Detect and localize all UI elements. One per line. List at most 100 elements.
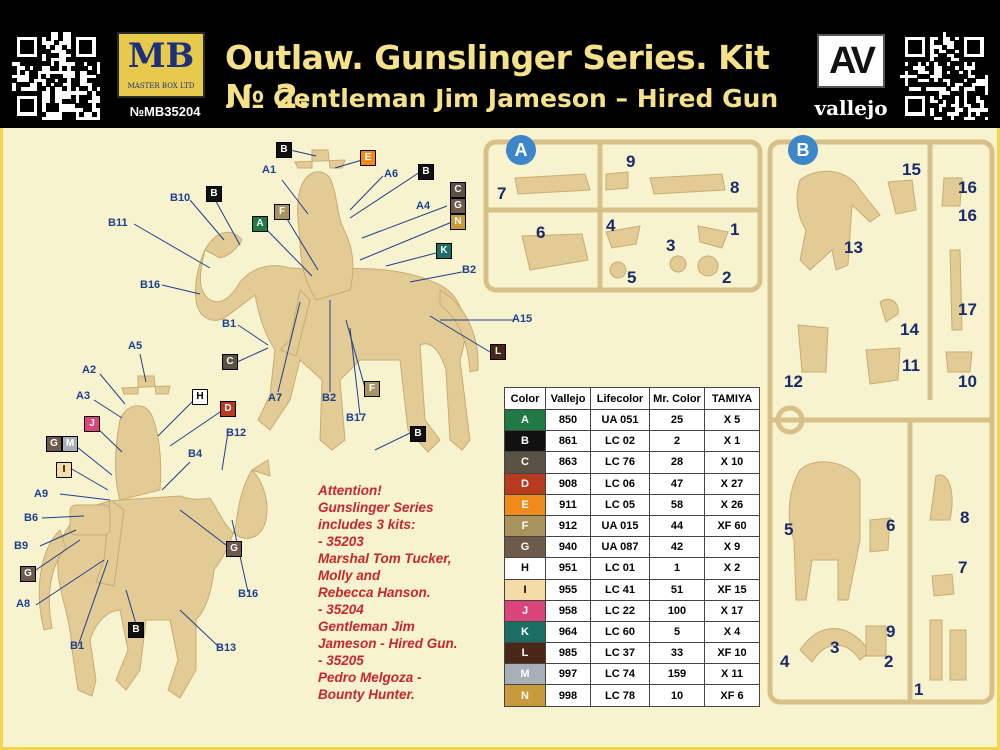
color-swatch-cell: K: [504, 620, 546, 644]
lifecolor-cell: LC 78: [590, 684, 650, 707]
qr-code-right-icon[interactable]: [900, 32, 989, 121]
header-lifecolor: Lifecolor: [590, 387, 650, 410]
tamiya-cell: XF 60: [704, 514, 760, 538]
tamiya-cell: XF 10: [704, 642, 760, 665]
sprue-a-part-2: 2: [722, 268, 732, 287]
mb-logo-letters: MB: [127, 36, 195, 76]
tamiya-cell: X 10: [704, 451, 760, 474]
lifecolor-cell: LC 41: [590, 578, 650, 601]
sprue-a-parts: [514, 171, 729, 279]
attention-line: - 35203: [318, 534, 364, 549]
callout-swatch-m: M: [62, 436, 78, 452]
callout-label-a3: A3: [76, 390, 91, 402]
color-swatch-cell: N: [504, 684, 546, 707]
callout-swatch-g: G: [226, 541, 242, 557]
sprue-b-part-2: 2: [884, 652, 894, 671]
callout-swatch-a: A: [252, 216, 268, 232]
vallejo-cell: 997: [545, 663, 591, 686]
sprue-a-part-6: 6: [536, 223, 546, 242]
qr-code-left-icon[interactable]: [12, 32, 101, 121]
color-swatch-cell: J: [504, 599, 546, 622]
sprue-b-part-10: 10: [958, 372, 977, 391]
sprue-b-frame: [767, 139, 995, 705]
vallejo-cell: 912: [545, 514, 591, 538]
page-title: Outlaw. Gunslinger Series. Kit № 2.: [225, 38, 770, 116]
color-swatch-cell: M: [504, 663, 546, 686]
callout-label-b4: B4: [188, 448, 203, 460]
callout-swatch-e: E: [360, 150, 376, 166]
attention-line: includes 3 kits:: [318, 517, 416, 532]
tamiya-cell: X 5: [704, 408, 760, 432]
sprue-b-part-4: 4: [780, 652, 790, 671]
header-mr-color: Mr. Color: [649, 387, 705, 410]
tamiya-cell: X 2: [704, 557, 760, 580]
sprue-a-part-7: 7: [497, 184, 507, 203]
mr-color-cell: 28: [649, 451, 705, 474]
sprue-b-part-11: 11: [902, 356, 920, 375]
vallejo-cell: 940: [545, 536, 591, 559]
callout-label-b17: B17: [346, 412, 367, 424]
color-swatch-cell: C: [504, 451, 546, 474]
sprue-b-part-1: 1: [914, 680, 924, 699]
mb-logo-sub: MASTER BOX LTD: [127, 82, 195, 90]
color-table-header: Color Vallejo Lifecolor Mr. Color TAMIYA: [504, 387, 760, 410]
callout-label-a8: A8: [16, 598, 31, 610]
rider2-figure: [38, 375, 271, 699]
mr-color-cell: 25: [649, 408, 705, 432]
mr-color-cell: 44: [649, 514, 705, 538]
rider1-figure: [195, 149, 479, 453]
header-color: Color: [504, 387, 546, 410]
lifecolor-cell: LC 01: [590, 557, 650, 580]
callout-label-b11: B11: [108, 217, 128, 229]
attention-line: Jameson - Hired Gun.: [318, 636, 458, 651]
callout-swatch-h: H: [192, 389, 208, 405]
callout-swatch-g: G: [46, 436, 62, 452]
callout-label-b16: B16: [140, 279, 161, 291]
lifecolor-cell: LC 76: [590, 451, 650, 474]
sprue-b-part-15: 15: [902, 160, 921, 179]
master-box-logo: MB MASTER BOX LTD: [117, 32, 205, 98]
header-tamiya: TAMIYA: [704, 387, 760, 410]
attention-line: Gunslinger Series: [318, 500, 434, 515]
callout-swatch-b: B: [276, 142, 292, 158]
lifecolor-cell: LC 74: [590, 663, 650, 686]
sprue-b-part-8: 8: [960, 508, 970, 527]
color-swatch-cell: E: [504, 493, 546, 516]
sprue-a-frame: [483, 139, 763, 293]
callout-swatch-b: B: [128, 622, 144, 638]
callout-label-b1: B1: [70, 640, 85, 652]
callout-label-b12: B12: [226, 427, 247, 439]
color-table: Color Vallejo Lifecolor Mr. Color TAMIYA…: [504, 387, 760, 707]
lifecolor-cell: UA 087: [590, 536, 650, 559]
header-bar: MB MASTER BOX LTD №MB35204 Outlaw. Gunsl…: [0, 0, 1000, 128]
callout-label-a15: A15: [512, 313, 533, 325]
mr-color-cell: 42: [649, 536, 705, 559]
sprue-a-part-5: 5: [627, 268, 637, 287]
color-swatch-cell: D: [504, 472, 546, 495]
attention-line: - 35205: [318, 653, 364, 668]
sprue-b-part-3: 3: [830, 638, 840, 657]
tamiya-cell: X 1: [704, 430, 760, 453]
callout-label-b9: B9: [14, 540, 29, 552]
callout-swatch-b: B: [418, 164, 434, 180]
callout-label-a6: A6: [384, 168, 399, 180]
mr-color-cell: 47: [649, 472, 705, 495]
callout-swatch-b: B: [410, 426, 426, 442]
vallejo-wordmark: vallejo: [814, 96, 888, 120]
vallejo-cell: 998: [545, 684, 591, 707]
callout-label-b2: B2: [322, 392, 337, 404]
sprue-b-part-7: 7: [958, 558, 968, 577]
color-swatch-cell: G: [504, 536, 546, 559]
attention-line: Marshal Tom Tucker,: [318, 551, 452, 566]
